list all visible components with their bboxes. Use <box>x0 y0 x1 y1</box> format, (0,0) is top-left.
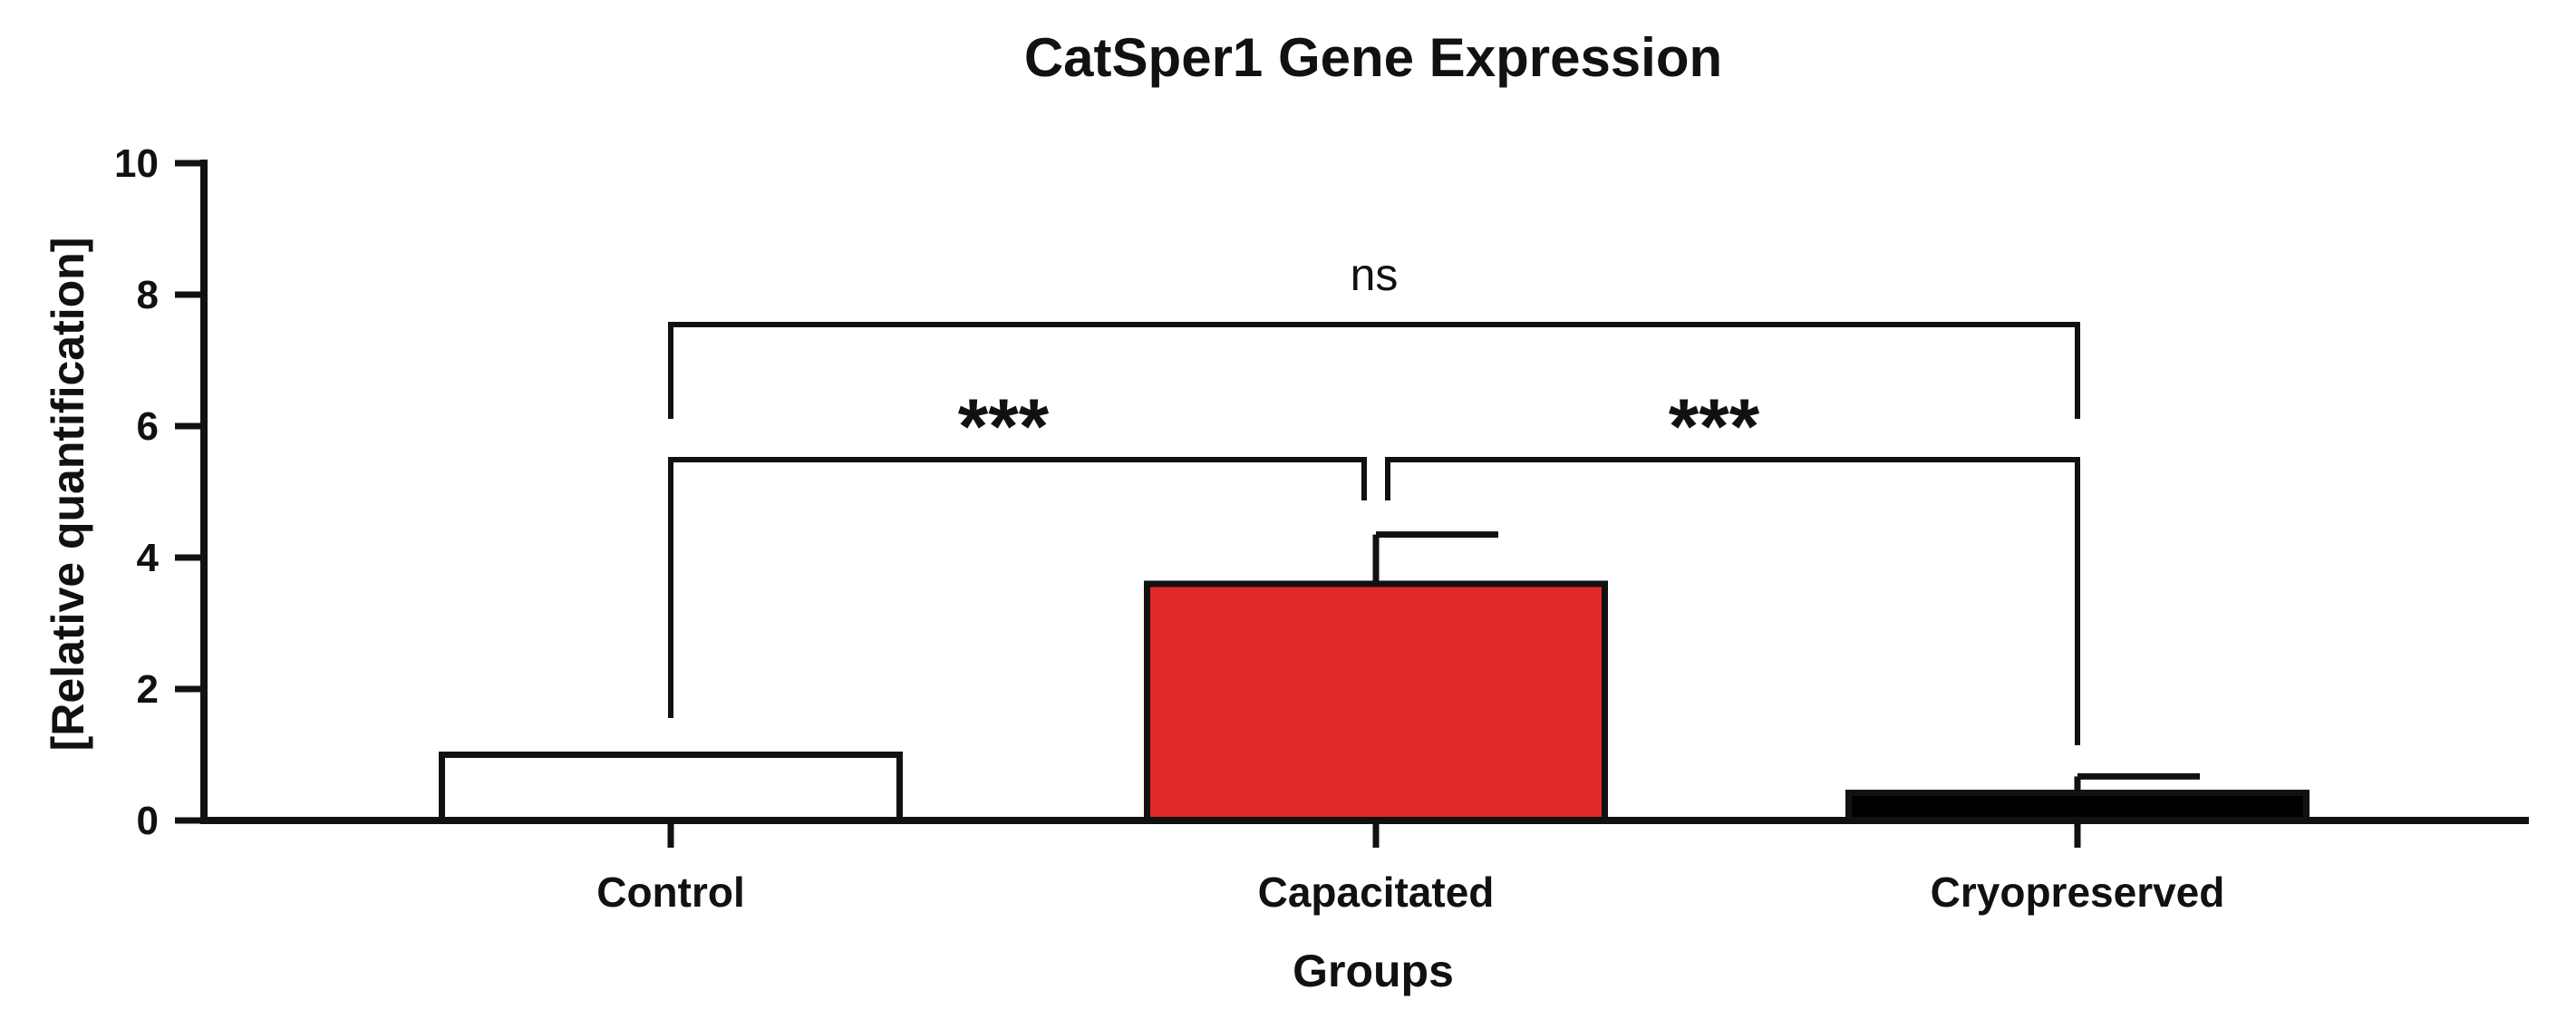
y-tick-label-10: 10 <box>114 141 159 186</box>
bars-group <box>439 531 2310 824</box>
significance-label-ns: ns <box>1351 249 1399 300</box>
bracket-control-capacitated <box>668 457 1367 718</box>
chart-title: CatSper1 Gene Expression <box>1024 27 1722 88</box>
y-tick-label-2: 2 <box>137 667 159 712</box>
bar-capacitated <box>1144 580 1608 824</box>
x-axis-label: Groups <box>1293 946 1454 996</box>
x-tick-label-control: Control <box>596 869 745 916</box>
bracket-ns <box>668 322 2080 419</box>
bracket-capacitated-cryopreserved <box>1385 457 2080 745</box>
x-tick-label-capacitated: Capacitated <box>1258 869 1495 916</box>
y-tick-label-6: 6 <box>137 404 159 449</box>
significance-group: ns *** *** <box>668 249 2080 745</box>
significance-label-capacitated-cryopreserved: *** <box>1669 383 1760 471</box>
axes-group: Control Capacitated Cryopreserved 0 2 4 6 8 10 <box>114 141 2529 916</box>
y-tick-label-0: 0 <box>137 799 159 843</box>
y-tick-label-8: 8 <box>137 273 159 317</box>
bar-cryopreserved <box>1845 790 2310 824</box>
x-tick-label-cryopreserved: Cryopreserved <box>1931 869 2225 916</box>
bar-control <box>439 752 903 824</box>
y-tick-label-4: 4 <box>137 536 160 580</box>
significance-label-control-capacitated: *** <box>958 383 1050 471</box>
y-axis-label: [Relative quantification] <box>43 238 93 752</box>
